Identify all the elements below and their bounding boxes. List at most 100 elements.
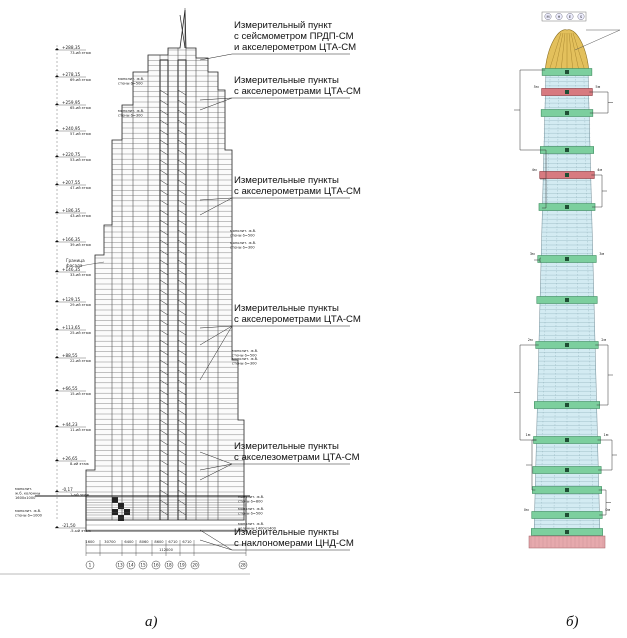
level-code: 3м <box>599 252 604 256</box>
core-hatch <box>177 139 187 146</box>
right-bracket <box>595 344 613 406</box>
structure-note: монолит. ж.б.стены δ=300 <box>230 241 256 250</box>
core-hatch <box>177 269 187 276</box>
panel-label-a: а) <box>145 614 158 630</box>
core-hatch <box>177 489 187 496</box>
core-hatch <box>177 119 187 126</box>
elevation-marker <box>55 490 59 492</box>
right-bracket <box>589 91 613 114</box>
callout-pointer <box>199 97 233 101</box>
structure-note-line: стены δ=300 <box>118 114 143 118</box>
floor-label: 53-ий этаж <box>70 158 92 162</box>
core-hatch <box>177 289 187 296</box>
legend-pointer <box>574 29 621 51</box>
elevation-label: +207,55 <box>62 180 80 185</box>
dimension-label: 6710 <box>168 540 178 544</box>
axis-label: 19 <box>179 563 185 568</box>
model-grid-line <box>553 69 559 537</box>
foundation-block <box>124 509 130 515</box>
callout-pointer <box>199 463 233 481</box>
level-code: 0м <box>605 508 610 512</box>
left-structure-note-line: монолит. <box>15 487 32 491</box>
sensor-node <box>565 298 569 302</box>
floor-label: 22-ий этаж <box>70 359 92 363</box>
elevation-marker <box>55 389 59 391</box>
core-hatch <box>159 439 169 446</box>
structure-note-line: монолит. ж.б. <box>118 109 144 113</box>
callout-pointer <box>199 529 233 551</box>
core-hatch <box>159 339 169 346</box>
right-bracket <box>597 439 617 471</box>
core-hatch <box>159 179 169 186</box>
elevation-label: +278,15 <box>62 72 80 77</box>
building-silhouette <box>85 9 245 521</box>
core-hatch <box>177 349 187 356</box>
callout-line: с акселезометрами ЦТА-СМ <box>234 452 360 463</box>
sensor-node <box>565 488 569 492</box>
elevation-marker <box>55 75 59 77</box>
level-code: 0м <box>524 508 529 512</box>
elevation-marker <box>55 300 59 302</box>
structure-note: монолит. ж.б.стены δ=300 <box>118 109 144 118</box>
model-grid-line <box>575 69 581 537</box>
sensor-node <box>565 468 569 472</box>
callout-pointer <box>199 325 233 346</box>
left-structure-note: монолит. ж.б.стены δ=1000 <box>15 509 43 518</box>
model-grid-line <box>540 69 551 537</box>
elevation-marker <box>55 240 59 242</box>
structure-note: монолит. ж.б.колонны 1400х1400 <box>238 522 277 531</box>
core-hatch <box>159 349 169 356</box>
axis-bubble <box>190 560 200 570</box>
structure-note: монолит. ж.б.стены δ=500 <box>232 349 258 358</box>
core-hatch <box>177 359 187 366</box>
core-hatch <box>159 449 169 456</box>
elevation-marker <box>55 270 59 272</box>
top-legend-box <box>541 11 587 22</box>
core-hatch <box>159 169 169 176</box>
callout-line: с сейсмометром ПРДП-СМ <box>234 31 354 42</box>
callout-pointer <box>199 97 233 111</box>
level-code: 5м <box>595 85 600 89</box>
structure-note-line: монолит. ж.б. <box>230 241 256 245</box>
direction-marker <box>566 13 574 20</box>
right-bracket <box>591 174 607 208</box>
floor-label: 8-ий этаж <box>70 462 90 466</box>
elevation-marker <box>55 129 59 131</box>
facade-boundary-leader <box>79 261 105 267</box>
elevation-marker <box>55 356 59 358</box>
elevation-marker <box>55 459 59 461</box>
core-hatch <box>177 259 187 266</box>
floor-label: 57-ий этаж <box>70 132 92 136</box>
floor-label: 25-ий этаж <box>70 331 92 335</box>
direction-label: М <box>546 15 549 19</box>
elevation-label: -0,17 <box>62 487 73 492</box>
dimension-label: 8600 <box>154 540 164 544</box>
dimension-label-total: 112000 <box>159 548 173 552</box>
core-hatch <box>159 419 169 426</box>
axis-bubble <box>115 560 125 570</box>
level-code: 5м <box>534 85 539 89</box>
core-hatch <box>177 319 187 326</box>
structure-note-line: стены δ=300 <box>230 246 255 250</box>
core-hatch <box>159 359 169 366</box>
bracket-path <box>595 344 609 406</box>
callout-line: с акселерометрами ЦТА-СМ <box>234 86 361 97</box>
floor-label: 39-ий этаж <box>70 243 92 247</box>
core-hatch <box>177 99 187 106</box>
callout-leader <box>199 451 350 481</box>
axis-bubble <box>138 560 148 570</box>
core-hatch <box>159 209 169 216</box>
structure-note: монолит. ж.б.стены δ=500 <box>230 229 256 238</box>
core-hatch <box>159 479 169 486</box>
floor-lines <box>86 49 244 519</box>
level-code: 3м <box>530 252 535 256</box>
floor-label: -5-ый этаж <box>70 529 91 533</box>
floor-label: 29-ий этаж <box>70 303 92 307</box>
direction-label: Е <box>569 15 572 19</box>
floor-label: 33-ий этаж <box>70 273 92 277</box>
elevation-marker <box>55 155 59 157</box>
callout-pointer <box>199 539 233 551</box>
structure-note: монолит. ж.б.стены δ=500 <box>118 77 144 86</box>
